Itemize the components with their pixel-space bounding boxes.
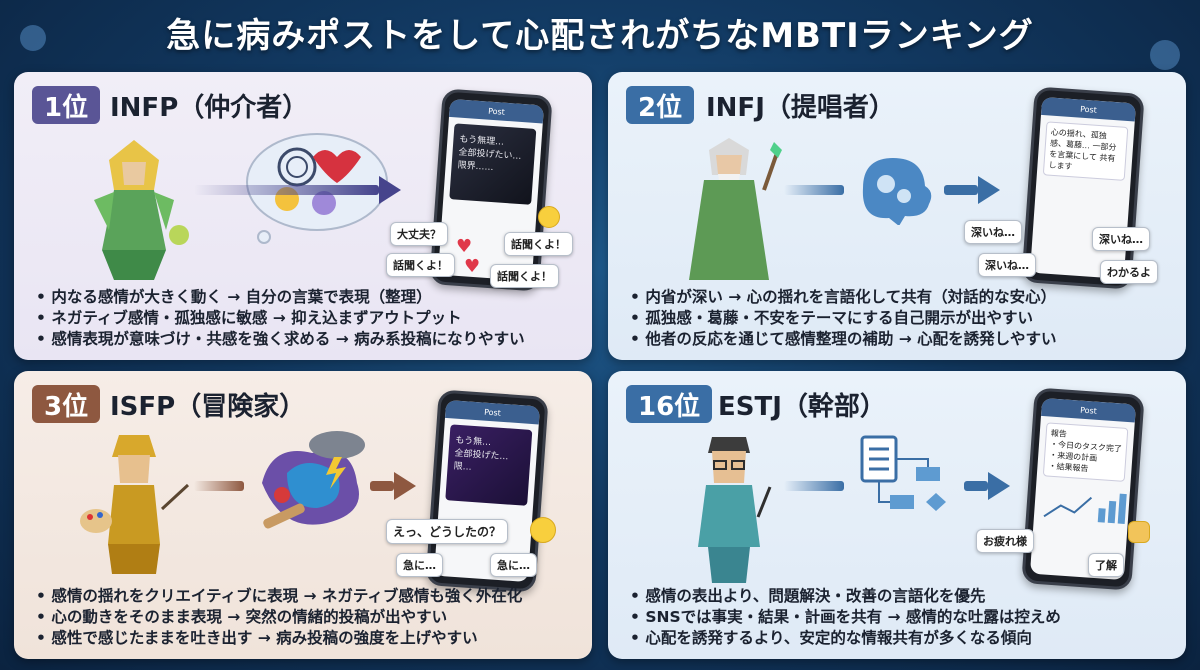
phone-screen: Post 報告 ・今日のタスク完了 ・来週の計画 ・結果報告: [1029, 397, 1137, 581]
reply-bubble: わかるよ: [1100, 260, 1158, 284]
heart-icon: ♥: [456, 236, 473, 257]
feature-item: 心の動きをそのまま表現 → 突然の情緒的投稿が出やすい: [36, 607, 522, 628]
flow-arrow: [784, 185, 844, 195]
rank-badge: 3位: [32, 385, 101, 423]
feature-item: 内省が深い → 心の揺れを言語化して共有（対話的な安心）: [630, 287, 1056, 308]
reply-bubble: 深いね…: [1092, 227, 1150, 251]
flow-arrow: [194, 481, 244, 491]
bar-graph-icon: [1043, 493, 1127, 524]
feature-item: 感情の揺れをクリエイティブに表現 → ネガティブ感情も強く外在化: [36, 586, 522, 607]
phone-topbar: Post: [1040, 96, 1137, 122]
feature-item: 感情の表出より、問題解決・改善の言語化を優先: [630, 586, 1061, 607]
reply-bubble: 深いね…: [978, 253, 1036, 277]
rank-panel-16: 16位 ESTJ（幹部） Post 報告 ・今日のタスク完了 ・来週の計画 ・結…: [608, 371, 1186, 659]
paint-splash-storm-icon: [262, 431, 365, 529]
brain-gears-icon: [862, 158, 932, 225]
post-content: もう無理… 全部投げたい… 限界……: [449, 123, 537, 205]
reply-bubble: 急に…: [490, 553, 537, 577]
feature-item: SNSでは事実・結果・計画を共有 → 感情的な吐露は控えめ: [630, 607, 1061, 628]
reply-bubble: 話聞くよ！: [386, 253, 455, 277]
flow-arrow: [370, 472, 416, 500]
reply-bubble: 了解: [1088, 553, 1124, 577]
worried-face-icon: [538, 206, 560, 228]
flow-arrow: [784, 481, 844, 491]
reply-bubble: 話聞くよ！: [490, 264, 559, 288]
rank-badge: 16位: [626, 385, 713, 423]
feature-item: 心配を誘発するより、安定的な情報共有が多くなる傾向: [630, 628, 1061, 649]
reply-bubble: えっ、どうしたの？: [386, 519, 509, 544]
type-name: ESTJ（幹部）: [718, 391, 886, 422]
feature-item: 感情表現が意味づけ・共感を強く求める → 病み系投稿になりやすい: [36, 329, 524, 350]
thumbs-up-icon: [1128, 521, 1150, 543]
reply-bubble: 大丈夫？: [390, 222, 448, 246]
post-content: もう無… 全部投げた… 限…: [445, 424, 533, 506]
heart-icon: ♥: [464, 256, 481, 277]
type-name: INFJ（提唱者）: [706, 92, 895, 123]
reply-bubble: 深いね…: [964, 220, 1022, 244]
page-title: 急に病みポストをして心配されがちなMBTIランキング: [166, 15, 1034, 56]
shocked-face-icon: [530, 517, 556, 543]
flow-arrow: [944, 176, 1000, 204]
feature-list: 内省が深い → 心の揺れを言語化して共有（対話的な安心） 孤独感・葛藤・不安をテ…: [630, 287, 1056, 350]
flow-arrow: [194, 176, 401, 204]
infp-character-illustration: [94, 140, 189, 280]
isfp-character-illustration: [80, 435, 190, 574]
phone-screen: Post 心の揺れ、孤独感、葛藤… 一部分を言葉にして 共有します: [1029, 96, 1137, 280]
reply-bubble: 話聞くよ！: [504, 232, 573, 256]
reply-bubble: お疲れ様: [976, 529, 1034, 553]
post-content: 報告 ・今日のタスク完了 ・来週の計画 ・結果報告: [1042, 422, 1129, 482]
rank-badge: 1位: [32, 86, 101, 124]
type-name: INFP（仲介者）: [110, 92, 309, 123]
decor-dot: [1150, 40, 1180, 70]
title-bar: 急に病みポストをして心配されがちなMBTIランキング: [0, 0, 1200, 64]
feature-item: 内なる感情が大きく動く → 自分の言葉で表現（整理）: [36, 287, 525, 308]
feature-item: ネガティブ感情・孤独感に敏感 → 抑え込まずアウトプット: [36, 308, 525, 329]
feature-item: 他者の反応を通じて感情整理の補助 → 心配を誘発しやすい: [630, 329, 1056, 350]
rank-panel-1: 1位 INFP（仲介者） Post もう無理… 全部投げたい… 限界…… 大丈夫…: [14, 72, 592, 360]
reply-bubble: 急に…: [396, 553, 443, 577]
rank-panel-3: 3位 ISFP（冒険家） Post もう無… 全部投げた… 限… えっ、どうした…: [14, 371, 592, 659]
phone-topbar: Post: [448, 98, 545, 124]
phone-topbar: Post: [1040, 397, 1137, 423]
infj-character-illustration: [689, 138, 782, 280]
type-name: ISFP（冒険家）: [110, 391, 306, 422]
feature-list: 感情の表出より、問題解決・改善の言語化を優先 SNSでは事実・結果・計画を共有 …: [630, 586, 1061, 649]
decor-dot: [20, 25, 46, 51]
feature-item: 孤独感・葛藤・不安をテーマにする自己開示が出やすい: [630, 308, 1056, 329]
checklist-flowchart-icon: [860, 435, 946, 511]
flow-arrow: [964, 472, 1010, 500]
feature-list: 感情の揺れをクリエイティブに表現 → ネガティブ感情も強く外在化 心の動きをその…: [36, 586, 522, 649]
rank-panel-2: 2位 INFJ（提唱者） Post 心の揺れ、孤独感、葛藤… 一部分を言葉にして…: [608, 72, 1186, 360]
smartphone: Post 報告 ・今日のタスク完了 ・来週の計画 ・結果報告: [1021, 387, 1145, 591]
phone-topbar: Post: [444, 399, 541, 425]
feature-item: 感性で感じたままを吐き出す → 病み投稿の強度を上げやすい: [36, 628, 522, 649]
rank-badge: 2位: [626, 86, 695, 124]
feature-list: 内なる感情が大きく動く → 自分の言葉で表現（整理） ネガティブ感情・孤独感に敏…: [36, 287, 525, 350]
estj-character-illustration: [698, 437, 772, 583]
post-content: 心の揺れ、孤独感、葛藤… 一部分を言葉にして 共有します: [1042, 121, 1129, 181]
